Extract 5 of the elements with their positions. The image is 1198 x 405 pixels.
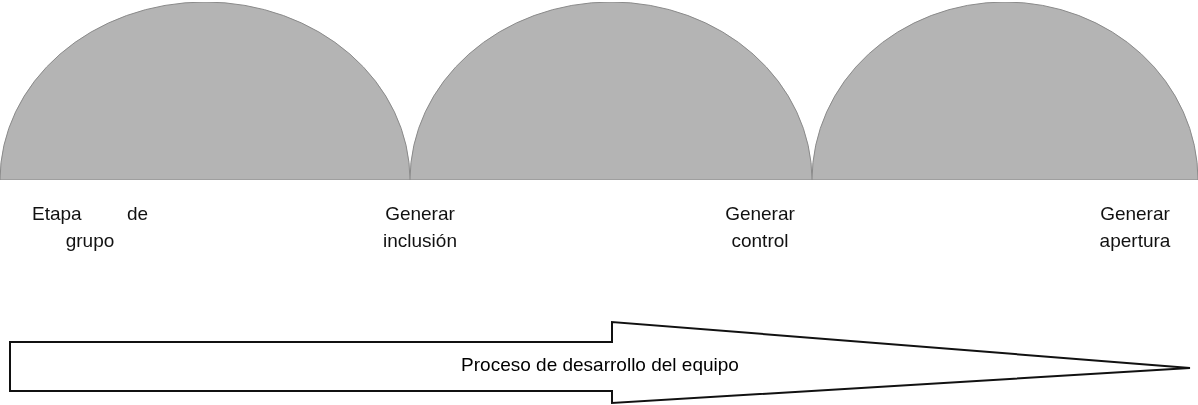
arrow-label: Proceso de desarrollo del equipo <box>460 354 740 376</box>
stage-label: Generar inclusión <box>382 202 458 253</box>
stage-label: Etapa de grupo <box>30 202 150 253</box>
stage-label: Generar control <box>724 202 796 253</box>
stage-label: Generar apertura <box>1098 202 1172 253</box>
